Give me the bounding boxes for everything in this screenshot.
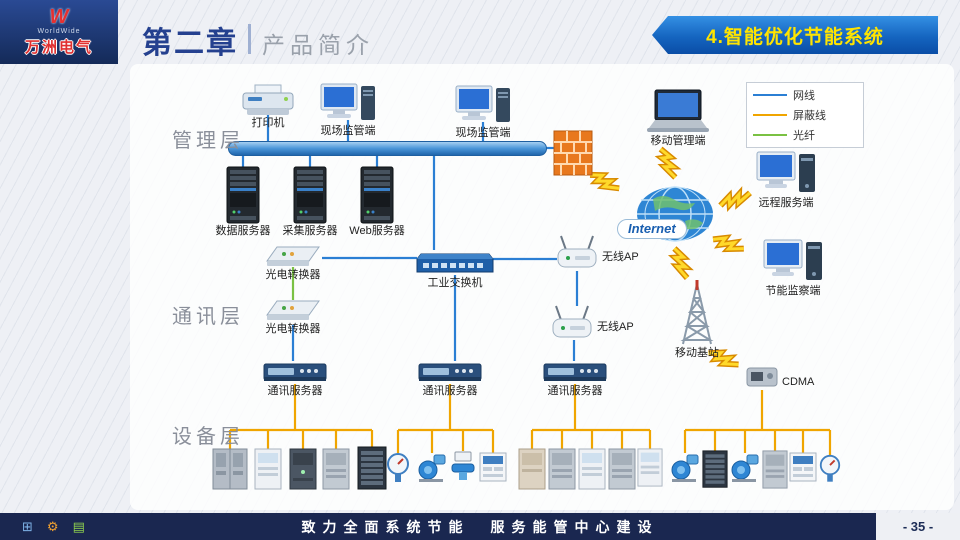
lightning-bolt-icon xyxy=(708,349,739,368)
legend-item: 网线 xyxy=(753,87,857,103)
legend-line-swatch xyxy=(753,134,787,136)
legend-item: 光纤 xyxy=(753,127,857,143)
logo-cn-text: 万洲电气 xyxy=(24,39,93,56)
page-number: - 35 - xyxy=(876,513,960,540)
section-banner-label: 4.智能优化节能系统 xyxy=(706,26,884,48)
chapter-title: 第二章 xyxy=(142,27,238,60)
grid-icon[interactable]: ⊞ xyxy=(22,519,33,534)
legend-label: 光纤 xyxy=(793,130,815,142)
section-banner: 4.智能优化节能系统 xyxy=(652,16,938,54)
legend-item: 屏蔽线 xyxy=(753,107,857,123)
lightning-bolt-icon xyxy=(718,186,752,213)
footer-icons: ⊞ ⚙ ▤ xyxy=(22,520,85,533)
legend-line-swatch xyxy=(753,114,787,116)
legend-label: 网线 xyxy=(793,90,815,102)
logo-en-text: WorldWide xyxy=(37,28,81,35)
layer-label-communication: 通讯层 xyxy=(172,306,244,328)
footer-bar: ⊞ ⚙ ▤ 致力全面系统节能 服务能管中心建设 - 35 - xyxy=(0,513,960,540)
lightning-bolt-icon xyxy=(589,171,620,192)
title-separator xyxy=(248,24,251,54)
layer-label-device: 设备层 xyxy=(172,426,244,448)
lightning-bolt-icon xyxy=(654,146,682,180)
legend: 网线屏蔽线光纤 xyxy=(746,82,864,148)
company-logo: W WorldWide 万洲电气 xyxy=(0,0,118,64)
logo-w-icon: W xyxy=(49,6,69,28)
layer-label-management: 管理层 xyxy=(172,130,244,152)
legend-label: 屏蔽线 xyxy=(793,110,826,122)
lightning-bolt-icon xyxy=(712,234,744,253)
footer-slogan: 致力全面系统节能 服务能管中心建设 xyxy=(301,518,659,535)
page-title: 产品简介 xyxy=(262,32,374,58)
gear-icon[interactable]: ⚙ xyxy=(46,519,59,534)
lightning-bolt-icon xyxy=(667,246,694,280)
management-network-bus xyxy=(228,141,547,156)
book-icon[interactable]: ▤ xyxy=(72,519,85,534)
legend-line-swatch xyxy=(753,94,787,96)
